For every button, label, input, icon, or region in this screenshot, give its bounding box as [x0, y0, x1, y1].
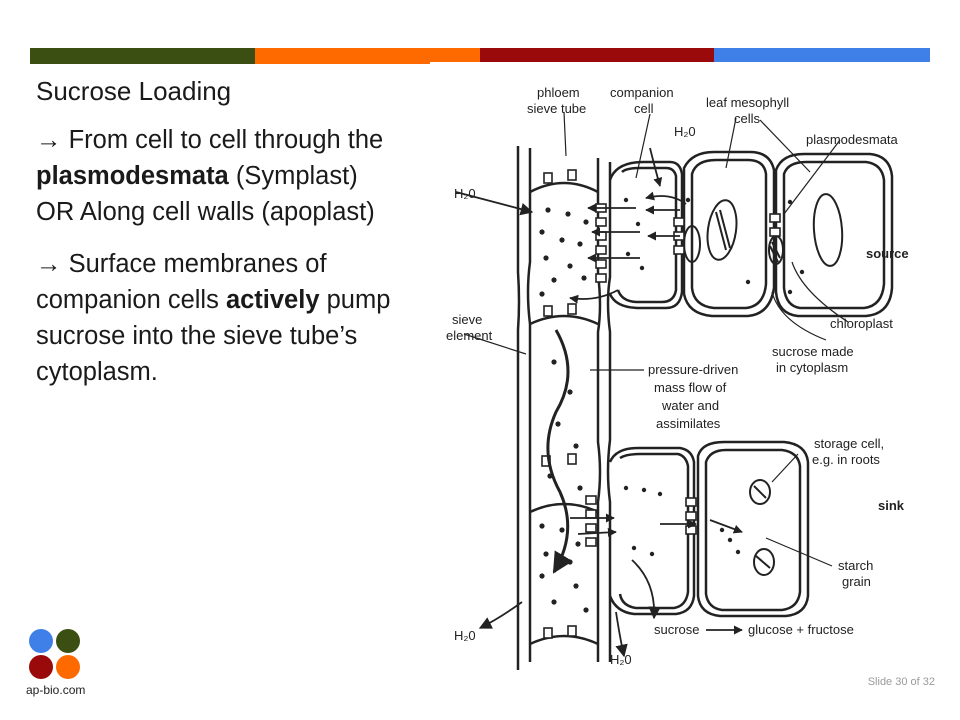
- mesophyll-cell-1-inner: [690, 158, 768, 310]
- sieve-tube: [516, 146, 612, 670]
- bullet-text: pump sucrose into the sieve tube’s cytop…: [36, 286, 391, 386]
- chloroplast-3: [683, 225, 701, 263]
- diagram-labels: phloem sieve tube companion cell leaf me…: [446, 85, 909, 667]
- label-h2o-bottom-left: H₂0: [454, 628, 476, 643]
- sieve-tube-wall-right: [596, 158, 602, 662]
- label-pressure-2: mass flow of: [654, 380, 727, 395]
- label-sucrose: sucrose: [654, 622, 700, 637]
- logo-circle-orange: [56, 655, 80, 679]
- ap-bio-logo: [29, 629, 80, 679]
- label-pressure-3: water and: [661, 398, 719, 413]
- storage-cell-1-inner: [704, 448, 802, 612]
- slide-text-column: Sucrose Loading → From cell to cell thro…: [36, 68, 421, 390]
- leader-lines: [463, 111, 849, 567]
- bar-segment-green: [30, 48, 255, 64]
- logo-text: ap-bio.com: [26, 683, 86, 697]
- sieve-tube-wall-right-inner: [606, 162, 612, 662]
- sucrose-dots-lower: [539, 485, 741, 613]
- bullet-text: (Symplast): [228, 162, 358, 190]
- label-h2o-bottom: H₂0: [610, 652, 632, 667]
- chloroplast-thylakoid-2: [769, 241, 781, 263]
- bar-segment-orange-2: [430, 48, 480, 64]
- label-sieve: sieve: [452, 312, 482, 327]
- label-grain: grain: [842, 574, 871, 589]
- bold-term-plasmodesmata: plasmodesmata: [36, 162, 229, 190]
- label-glucose-fructose: glucose + fructose: [748, 622, 854, 637]
- sieve-plate-top: [529, 181, 599, 194]
- label-pressure-4: assimilates: [656, 416, 721, 431]
- label-cells: cells: [734, 111, 761, 126]
- storage-cell-1: [696, 440, 810, 618]
- bar-segment-blue: [714, 48, 930, 64]
- label-pressure-1: pressure-driven: [648, 362, 738, 377]
- sucrose-dots-middle: [547, 359, 583, 491]
- bullet-companion-cells: → Surface membranes of companion cells a…: [36, 246, 421, 390]
- label-storage-cell: storage cell,: [814, 436, 884, 451]
- logo-circle-green: [56, 629, 80, 653]
- mesophyll-cell-2-inner: [782, 160, 886, 310]
- title-color-bar: [30, 48, 930, 64]
- arrow-bullet-icon: →: [36, 250, 62, 278]
- bar-segment-red: [480, 48, 714, 64]
- starch-grain-2: [753, 548, 775, 576]
- bullet-text: From cell to cell through the: [61, 126, 384, 154]
- starch-grain-1: [749, 479, 771, 505]
- label-element: element: [446, 328, 493, 343]
- phloem-loading-diagram: phloem sieve tube companion cell leaf me…: [430, 62, 930, 674]
- bullet-apoplast: OR Along cell walls (apoplast): [36, 198, 375, 226]
- sucrose-dots-upper: [539, 197, 805, 297]
- bold-term-actively: actively: [225, 286, 320, 314]
- label-eg-roots: e.g. in roots: [812, 452, 880, 467]
- label-phloem: phloem: [537, 85, 580, 100]
- arrow-bullet-icon: →: [36, 126, 62, 154]
- logo-circle-blue: [29, 629, 53, 653]
- loading-arrows: [455, 147, 687, 304]
- label-h2o-top: H₂0: [674, 124, 696, 139]
- label-companion: companion: [610, 85, 674, 100]
- sieve-tube-outer-wall-left: [516, 146, 521, 670]
- sieve-plate-bottom: [529, 634, 599, 646]
- label-sucrose-made: sucrose made: [772, 344, 854, 359]
- label-plasmodesmata: plasmodesmata: [806, 132, 899, 147]
- starch-grains: [749, 479, 775, 576]
- label-chloroplast: chloroplast: [830, 316, 893, 331]
- label-in-cytoplasm: in cytoplasm: [776, 360, 848, 375]
- chloroplast-thylakoid: [715, 209, 731, 251]
- bar-segment-orange: [255, 48, 430, 64]
- mesophyll-cell-2: [774, 152, 894, 318]
- bullet-symplast: → From cell to cell through the plasmode…: [36, 122, 421, 194]
- mass-flow-arrow: [546, 329, 573, 574]
- bullet-text: Surface membranes of companion cells: [36, 250, 327, 314]
- label-starch: starch: [838, 558, 873, 573]
- label-sink: sink: [878, 498, 905, 513]
- chloroplasts: [683, 193, 844, 267]
- label-cell: cell: [634, 101, 654, 116]
- slide-heading: Sucrose Loading: [36, 76, 232, 106]
- label-sieve-tube: sieve tube: [527, 101, 586, 116]
- mesophyll-cell-1: [682, 150, 776, 318]
- sieve-plate-middle: [529, 314, 599, 326]
- chloroplast-1: [706, 199, 738, 261]
- sieve-plate-pores: [541, 169, 577, 639]
- label-source: source: [866, 246, 909, 261]
- unloading-arrows: [478, 513, 743, 658]
- slide-number: Slide 30 of 32: [867, 676, 935, 688]
- label-h2o-left: H₂0: [454, 186, 476, 201]
- diagram-background: [430, 62, 930, 674]
- chloroplast-2: [812, 193, 844, 267]
- label-leaf-mesophyll: leaf mesophyll: [706, 95, 789, 110]
- logo-circle-red: [29, 655, 53, 679]
